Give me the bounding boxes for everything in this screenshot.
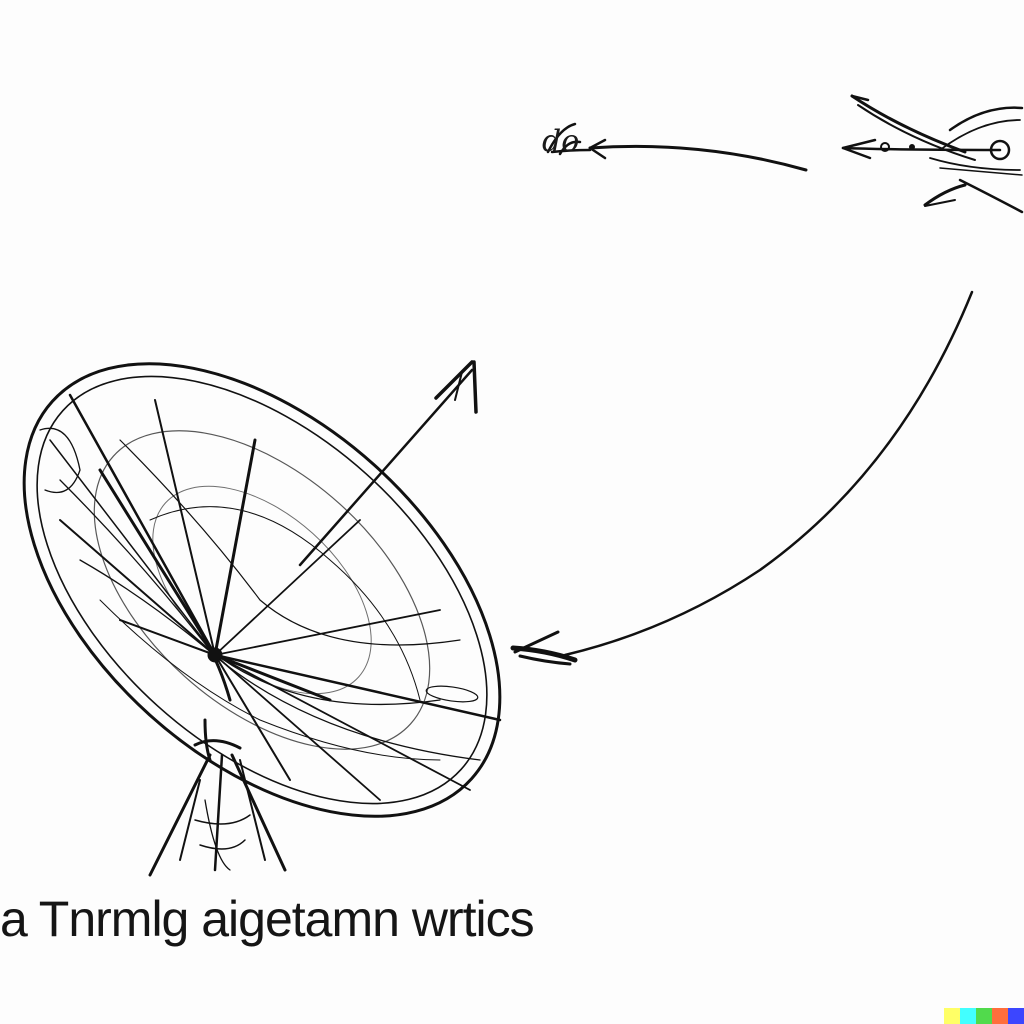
watermark-swatch-blue xyxy=(1008,1008,1024,1024)
watermark-swatch-green xyxy=(976,1008,992,1024)
airplane-icon xyxy=(841,94,1024,214)
watermark-swatch-cyan xyxy=(960,1008,976,1024)
satellite-dish-icon xyxy=(22,362,502,877)
watermark-swatch-orange xyxy=(992,1008,1008,1024)
uplink-arrow xyxy=(298,360,478,567)
watermark-swatch-yellow xyxy=(944,1008,960,1024)
downlink-arrow xyxy=(510,290,974,666)
top-arrow xyxy=(546,122,808,172)
handwritten-label: do xyxy=(542,124,580,159)
color-watermark xyxy=(944,1008,1024,1024)
caption-text: a Tnrmlg aigetamn wrtics xyxy=(0,891,535,947)
